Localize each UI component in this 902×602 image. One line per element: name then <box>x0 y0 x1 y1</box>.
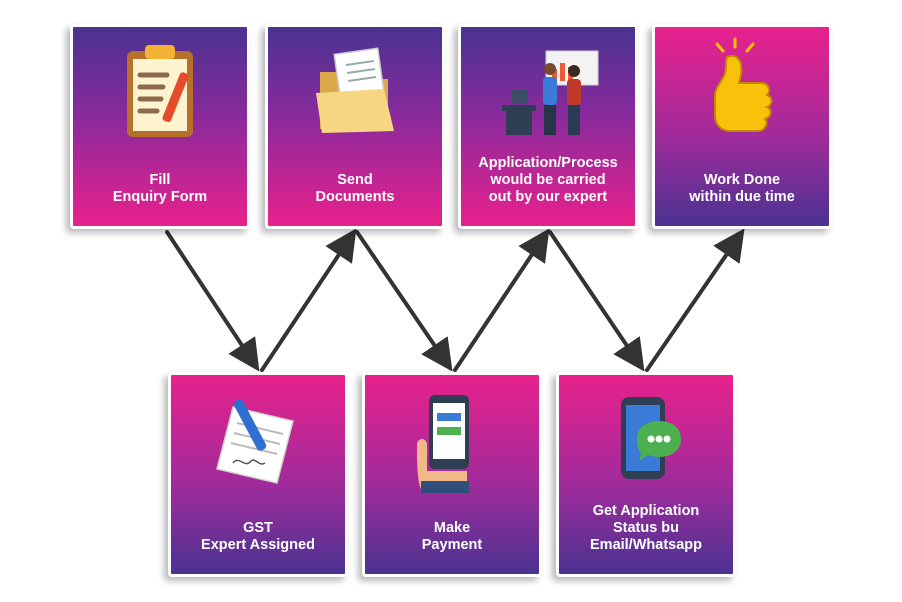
arrow-application-to-status <box>548 230 645 372</box>
arrow-payment-to-application <box>453 228 550 372</box>
arrow-gst-to-send <box>260 228 357 372</box>
arrow-send-to-payment <box>355 230 453 372</box>
thumbs-up-icon <box>655 37 829 147</box>
folder-icon <box>268 37 442 147</box>
arrow-fill-to-gst <box>165 230 260 372</box>
arrow-status-to-workdone <box>645 228 745 372</box>
phone-chat-icon <box>559 385 733 495</box>
mobile-payment-icon <box>365 385 539 495</box>
signing-document-icon <box>171 385 345 495</box>
clipboard-icon <box>73 37 247 147</box>
experts-icon <box>461 37 635 147</box>
